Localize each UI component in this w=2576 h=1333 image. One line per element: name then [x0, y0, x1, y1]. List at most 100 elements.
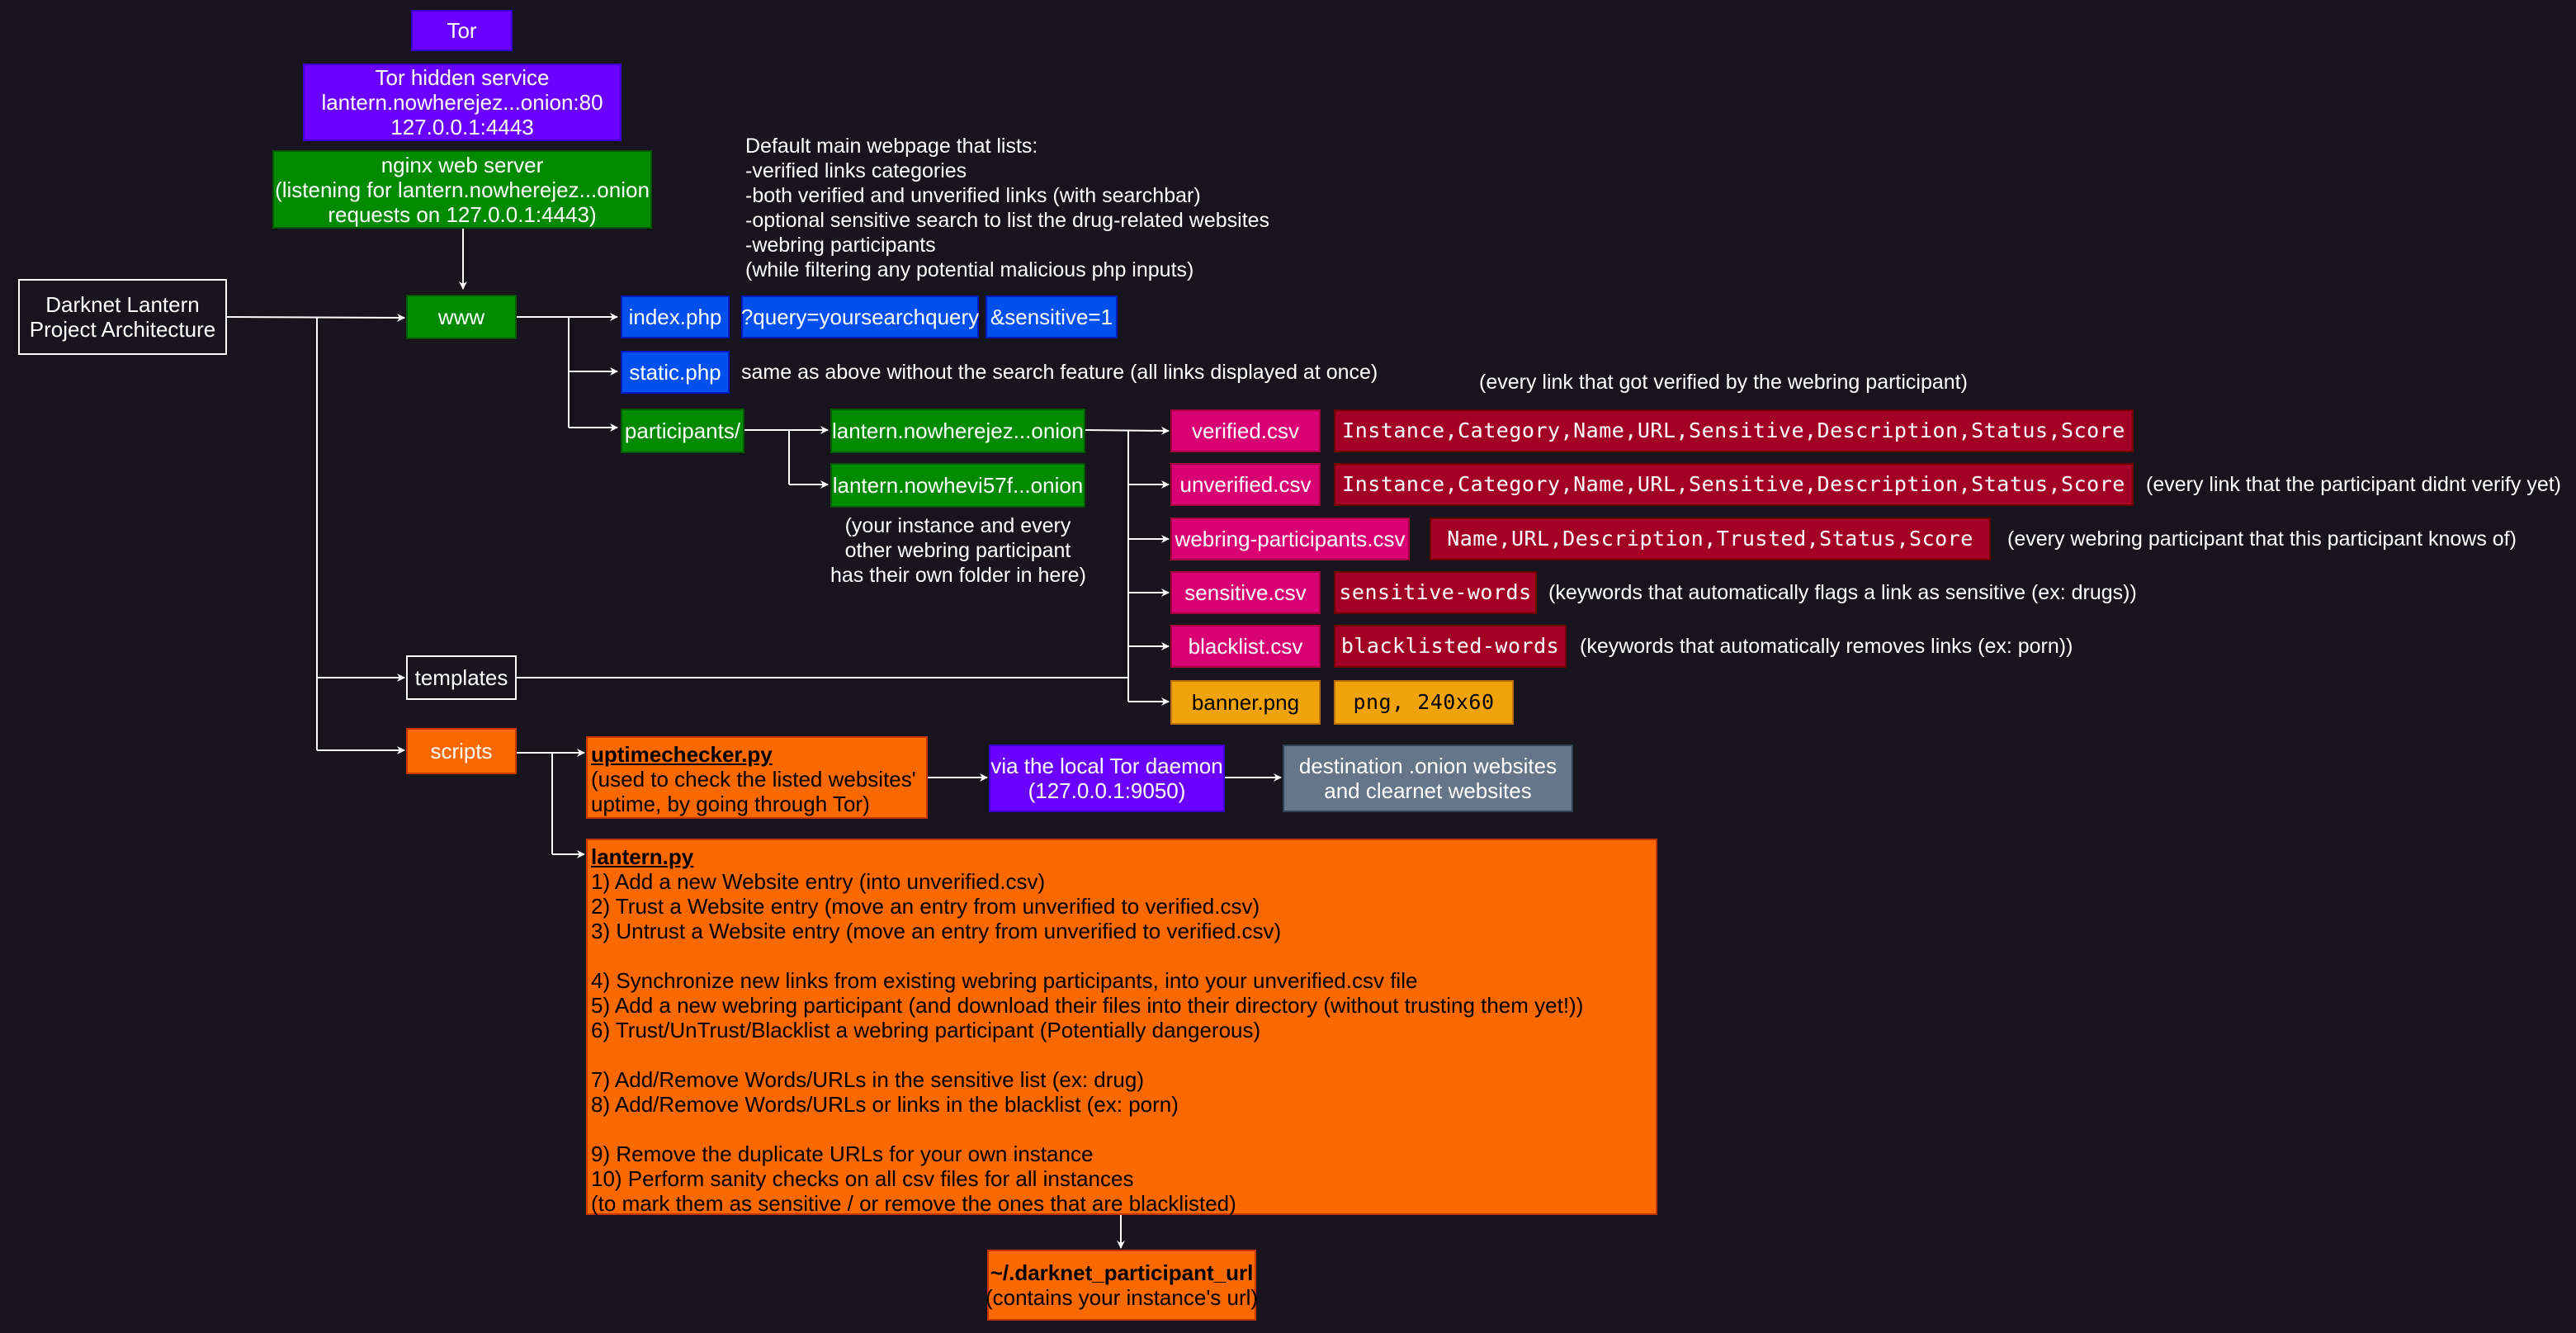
banner-png-content: png, 240x60	[1334, 680, 1514, 725]
participant-url-box: ~/.darknet_participant_url (contains you…	[985, 1250, 1259, 1321]
hidden-service-line-3: 127.0.0.1:4443	[390, 115, 534, 139]
lantern-menu-line: 7) Add/Remove Words/URLs in the sensitiv…	[591, 1067, 1145, 1092]
index-php-label: index.php	[628, 305, 722, 329]
uptimechecker-desc-line: (used to check the listed websites'	[591, 767, 916, 792]
participants-folder-box: participants/	[621, 409, 744, 453]
uptimechecker-box: uptimechecker.py (used to check the list…	[586, 736, 928, 819]
www-label: www	[437, 305, 485, 329]
query-param-box: ?query=yoursearchquery	[741, 295, 979, 338]
blacklist-csv-label: blacklist.csv	[1188, 634, 1303, 659]
nginx-line-2: (listening for lantern.nowherejez...onio…	[275, 177, 650, 202]
participant-instance-1-box: lantern.nowherejez...onion	[830, 409, 1085, 453]
tor-daemon-box: via the local Tor daemon (127.0.0.1:9050…	[989, 744, 1225, 812]
verified-description-note: (every link that got verified by the web…	[1479, 371, 1968, 394]
tor-label: Tor	[447, 18, 477, 43]
sensitive-param-box: &sensitive=1	[985, 295, 1118, 338]
root-title-line-2: Project Architecture	[29, 317, 216, 342]
participant-instance-2-box: lantern.nowhevi57f...onion	[830, 463, 1085, 508]
lantern-menu-line: 4) Synchronize new links from existing w…	[591, 968, 1418, 993]
lantern-menu-line: 5) Add a new webring participant (and do…	[591, 993, 1584, 1018]
verified-csv-columns-label: Instance,Category,Name,URL,Sensitive,Des…	[1342, 418, 2125, 442]
main-page-note-line: (while filtering any potential malicious…	[745, 258, 1194, 281]
project-root-box: Darknet Lantern Project Architecture	[18, 279, 227, 355]
static-php-box: static.php	[621, 351, 730, 394]
verified-csv-box: verified.csv	[1170, 409, 1321, 452]
sensitive-csv-label: sensitive.csv	[1184, 580, 1307, 605]
participants-note-line: (your instance and every	[844, 514, 1071, 537]
participants-note-line: other webring participant	[844, 539, 1071, 562]
blacklist-csv-note: (keywords that automatically removes lin…	[1580, 635, 2073, 658]
destination-line-2: and clearnet websites	[1324, 778, 1532, 803]
webring-participants-csv-label: webring-participants.csv	[1175, 527, 1406, 551]
tor-daemon-line-1: via the local Tor daemon	[990, 754, 1223, 778]
participant-url-title: ~/.darknet_participant_url	[990, 1260, 1254, 1285]
scripts-folder-box: scripts	[406, 728, 517, 774]
lantern-menu-line: 1) Add a new Website entry (into unverif…	[591, 869, 1046, 894]
sensitive-csv-content-label: sensitive-words	[1339, 580, 1532, 604]
verified-csv-label: verified.csv	[1191, 418, 1300, 443]
blacklist-csv-content-label: blacklisted-words	[1340, 634, 1560, 658]
nginx-box: nginx web server (listening for lantern.…	[272, 150, 652, 229]
index-php-box: index.php	[621, 295, 730, 338]
static-php-note: same as above without the search feature…	[741, 361, 1378, 384]
lantern-py-title: lantern.py	[591, 844, 694, 869]
webring-participants-csv-box: webring-participants.csv	[1170, 518, 1410, 560]
uptimechecker-desc-line: uptime, by going through Tor)	[591, 792, 870, 816]
unverified-csv-columns: Instance,Category,Name,URL,Sensitive,Des…	[1334, 463, 2134, 506]
banner-png-label: banner.png	[1191, 690, 1300, 715]
participant-url-subtitle: (contains your instance's url)	[985, 1285, 1259, 1310]
main-page-note-line: -optional sensitive search to list the d…	[745, 209, 1270, 232]
scripts-label: scripts	[430, 739, 493, 763]
participant-instance-2-label: lantern.nowhevi57f...onion	[832, 473, 1084, 498]
sensitive-csv-content: sensitive-words	[1334, 571, 1537, 614]
verified-csv-columns: Instance,Category,Name,URL,Sensitive,Des…	[1334, 409, 2134, 452]
sensitive-param-label: &sensitive=1	[990, 305, 1113, 329]
webring-participants-csv-columns-label: Name,URL,Description,Trusted,Status,Scor…	[1447, 527, 1973, 551]
main-page-note-line: Default main webpage that lists:	[745, 135, 1038, 158]
sensitive-csv-note: (keywords that automatically flags a lin…	[1548, 581, 2137, 604]
unverified-csv-label: unverified.csv	[1179, 472, 1312, 497]
main-page-note-line: -webring participants	[745, 234, 936, 257]
tor-hidden-service-box: Tor hidden service lantern.nowherejez...…	[303, 64, 622, 141]
main-page-note-line: -both verified and unverified links (wit…	[745, 184, 1201, 207]
lantern-menu-line: 3) Untrust a Website entry (move an entr…	[591, 919, 1282, 943]
participants-folder-note: (your instance and every other webring p…	[830, 513, 1086, 588]
lantern-menu-line: 8) Add/Remove Words/URLs or links in the…	[591, 1092, 1179, 1117]
hidden-service-line-1: Tor hidden service	[375, 65, 550, 90]
query-param-label: ?query=yoursearchquery	[740, 305, 980, 329]
unverified-csv-box: unverified.csv	[1170, 463, 1321, 506]
lantern-menu-line: 10) Perform sanity checks on all csv fil…	[591, 1166, 1134, 1191]
lantern-py-box: lantern.py 1) Add a new Website entry (i…	[586, 839, 1657, 1216]
static-php-label: static.php	[629, 360, 721, 385]
blacklist-csv-content: blacklisted-words	[1334, 625, 1567, 668]
unverified-csv-note: (every link that the participant didnt v…	[2146, 473, 2562, 496]
lantern-menu-line: 6) Trust/UnTrust/Blacklist a webring par…	[591, 1018, 1261, 1042]
destination-line-1: destination .onion websites	[1298, 754, 1557, 778]
nginx-line-1: nginx web server	[380, 152, 544, 177]
lantern-menu-line: (to mark them as sensitive / or remove t…	[591, 1191, 1236, 1216]
tor-box: Tor	[411, 10, 513, 51]
unverified-csv-columns-label: Instance,Category,Name,URL,Sensitive,Des…	[1342, 472, 2125, 496]
uptimechecker-title: uptimechecker.py	[591, 742, 773, 767]
banner-png-box: banner.png	[1170, 680, 1321, 725]
main-page-note: Default main webpage that lists: -verifi…	[745, 134, 1269, 282]
participants-note-line: has their own folder in here)	[830, 564, 1086, 587]
templates-folder-box: templates	[406, 655, 517, 700]
nginx-line-3: requests on 127.0.0.1:4443)	[328, 201, 597, 227]
blacklist-csv-box: blacklist.csv	[1170, 625, 1321, 668]
participant-instance-1-label: lantern.nowherejez...onion	[832, 418, 1084, 443]
webring-participants-csv-columns: Name,URL,Description,Trusted,Status,Scor…	[1430, 518, 1991, 560]
lantern-menu-line: 2) Trust a Website entry (move an entry …	[591, 894, 1260, 919]
lantern-menu-line: 9) Remove the duplicate URLs for your ow…	[591, 1142, 1094, 1166]
sensitive-csv-box: sensitive.csv	[1170, 571, 1321, 614]
banner-png-content-label: png, 240x60	[1353, 690, 1495, 714]
participants-label: participants/	[624, 418, 741, 443]
www-folder-box: www	[406, 295, 517, 339]
root-title-line-1: Darknet Lantern	[45, 292, 200, 317]
tor-daemon-line-2: (127.0.0.1:9050)	[1028, 778, 1186, 803]
main-page-note-line: -verified links categories	[745, 159, 967, 182]
webring-participants-csv-note: (every webring participant that this par…	[2007, 527, 2517, 551]
hidden-service-line-2: lantern.nowherejez...onion:80	[321, 90, 603, 115]
destination-websites-box: destination .onion websites and clearnet…	[1283, 744, 1573, 812]
templates-label: templates	[414, 665, 508, 690]
